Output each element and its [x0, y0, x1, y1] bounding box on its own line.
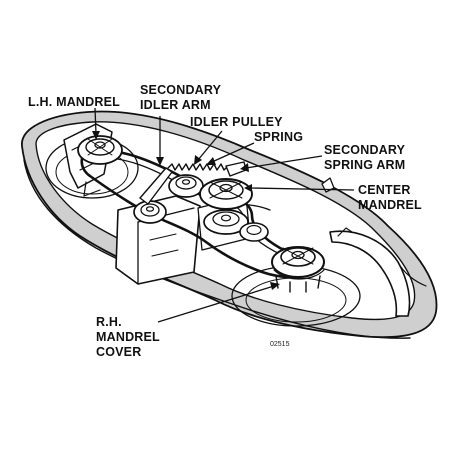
rh-mandrel-pulley: [271, 246, 325, 293]
label-idler-pulley: IDLER PULLEY: [190, 115, 283, 129]
label-lh-mandrel: L.H. MANDREL: [28, 95, 120, 109]
label-secondary-spring-arm-line2: SPRING ARM: [324, 158, 405, 172]
secondary-idler-arm: [139, 167, 173, 205]
callout-labels: L.H. MANDREL SECONDARY IDLER ARM IDLER P…: [28, 83, 422, 359]
secondary-idler-pulley: [133, 200, 167, 224]
label-secondary-idler-arm-line1: SECONDARY: [140, 83, 222, 97]
label-rh-mandrel-cover-line3: COVER: [96, 345, 141, 359]
label-secondary-spring-arm-line1: SECONDARY: [324, 143, 406, 157]
label-rh-mandrel-cover-line2: MANDREL: [96, 330, 160, 344]
leader-lines: [92, 107, 355, 323]
rh-idler-pulley: [239, 222, 269, 242]
label-secondary-idler-arm-line2: IDLER ARM: [140, 98, 211, 112]
center-lower-pulley: [203, 209, 249, 235]
label-center-mandrel-line2: MANDREL: [358, 198, 422, 212]
label-rh-mandrel-cover-line1: R.H.: [96, 315, 122, 329]
center-mandrel-pulley: [199, 178, 253, 210]
idler-spring: [167, 163, 229, 171]
lh-mandrel-pulley: [77, 135, 123, 165]
drawing-code: 02515: [270, 341, 290, 348]
label-center-mandrel-line1: CENTER: [358, 183, 411, 197]
label-spring: SPRING: [254, 130, 303, 144]
idler-pulley: [168, 174, 204, 198]
